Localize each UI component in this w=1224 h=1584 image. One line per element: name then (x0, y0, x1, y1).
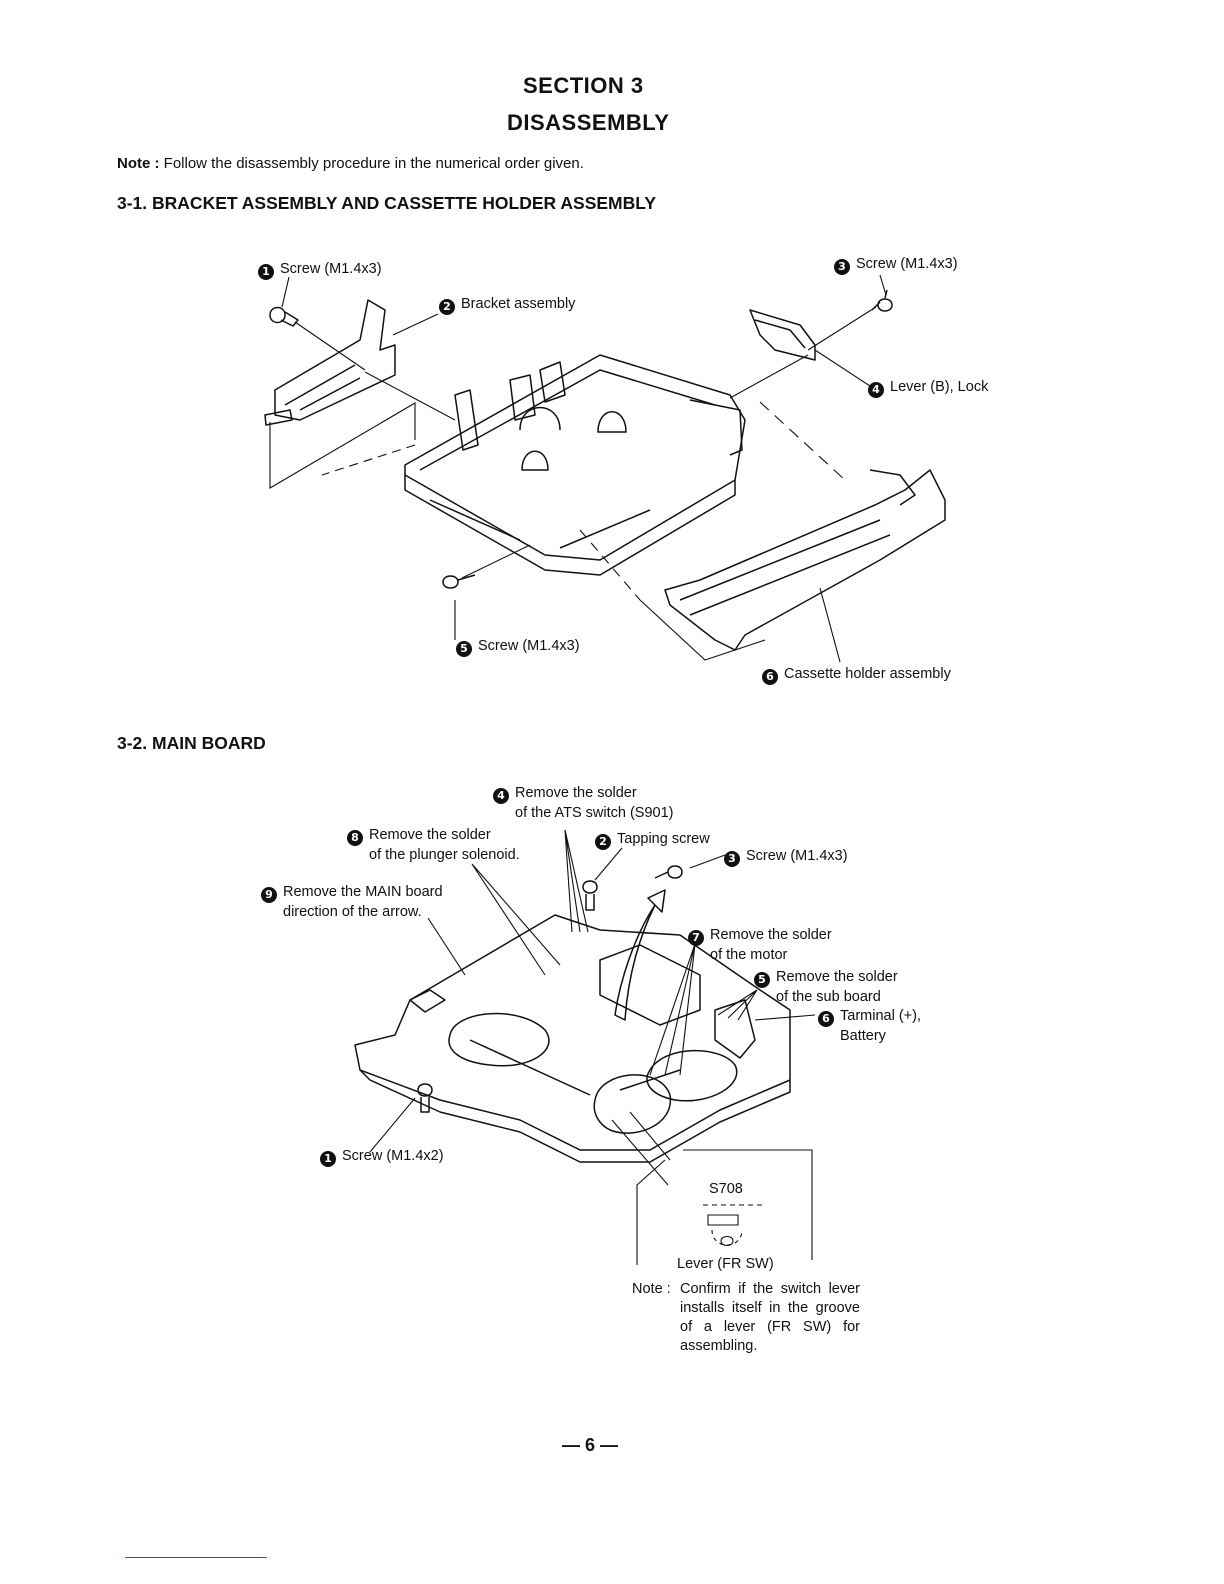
label-text-line2: of the sub board (776, 989, 881, 1005)
step-badge: 1 (320, 1151, 336, 1167)
step-badge: 6 (818, 1011, 834, 1027)
label-motor-solder: 7 Remove the solder of the motor (688, 926, 832, 965)
heading-3-2: 3-2. MAIN BOARD (117, 733, 266, 753)
assembly-note-prefix: Note : (632, 1281, 671, 1297)
label-battery-terminal: 6 Tarminal (+), Battery (818, 1007, 921, 1046)
inset-box (683, 1149, 813, 1260)
screw-m1-4x3 (667, 865, 683, 879)
label-screw-m1-4x2: 1 Screw (M1.4x2) (320, 1147, 444, 1167)
step-badge: 5 (754, 972, 770, 988)
s708-switch-symbol (720, 1235, 734, 1247)
step-badge: 4 (868, 382, 884, 398)
footer-rule (125, 1557, 267, 1558)
label-text: Screw (M1.4x3) (280, 261, 382, 277)
screw-1 (269, 306, 286, 324)
reel-spindle-right (597, 411, 627, 433)
label-remove-main-board: 9 Remove the MAIN board direction of the … (261, 883, 443, 922)
step-badge: 3 (834, 259, 850, 275)
label-text-line2: of the plunger solenoid. (369, 847, 520, 863)
label-lever-b: 4 Lever (B), Lock (868, 378, 988, 398)
label-text-line2: Battery (840, 1028, 886, 1044)
main-board-diagram (354, 829, 816, 1265)
left-bracket (274, 299, 396, 421)
lever-fr-sw-label: Lever (FR SW) (677, 1256, 774, 1272)
heading-3-1: 3-1. BRACKET ASSEMBLY AND CASSETTE HOLDE… (117, 193, 657, 213)
section-title: DISASSEMBLY (507, 110, 670, 135)
cassette-holder (664, 469, 946, 651)
label-ats-solder: 4 Remove the solder of the ATS switch (S9… (493, 784, 674, 823)
label-text: Tapping screw (617, 831, 710, 847)
note-text: Follow the disassembly procedure in the … (163, 155, 584, 172)
label-cassette-holder: 6 Cassette holder assembly (762, 665, 951, 685)
label-text: Remove the MAIN board (283, 884, 443, 900)
step-badge: 9 (261, 887, 277, 903)
procedure-note: Note : Follow the disassembly procedure … (117, 155, 584, 172)
label-text: Bracket assembly (461, 296, 576, 312)
page-number: — 6 — (562, 1435, 619, 1455)
screw-3 (877, 298, 893, 312)
label-text-line2: direction of the arrow. (283, 904, 422, 920)
step-badge: 7 (688, 930, 704, 946)
screw-5 (442, 575, 459, 589)
label-sub-board-solder: 5 Remove the solder of the sub board (754, 968, 898, 1007)
label-text: Remove the solder (710, 927, 832, 943)
label-plunger-solder: 8 Remove the solder of the plunger soleno… (347, 826, 520, 865)
step-badge: 6 (762, 669, 778, 685)
label-text: Remove the solder (776, 969, 898, 985)
label-text-line2: of the motor (710, 947, 788, 963)
reel-right (646, 1049, 738, 1102)
label-text: Remove the solder (515, 785, 637, 801)
step-badge: 1 (258, 264, 274, 280)
step-badge: 5 (456, 641, 472, 657)
step-badge: 2 (439, 299, 455, 315)
assembly-note-text: Confirm if the switch lever installs its… (680, 1281, 860, 1354)
screw-m1-4x2 (417, 1083, 433, 1097)
label-text: Remove the solder (369, 827, 491, 843)
switch-label-s708: S708 (709, 1181, 743, 1197)
label-text: Screw (M1.4x3) (746, 848, 848, 864)
tapping-screw (582, 880, 598, 894)
lever-b (749, 309, 816, 361)
step-badge: 4 (493, 788, 509, 804)
label-text: Lever (B), Lock (890, 379, 989, 395)
label-bracket-assembly: 2 Bracket assembly (439, 295, 575, 315)
note-prefix: Note : (117, 155, 160, 172)
flywheel (593, 1074, 672, 1134)
label-screw-5: 5 Screw (M1.4x3) (456, 637, 580, 657)
step-badge: 8 (347, 830, 363, 846)
step-badge: 2 (595, 834, 611, 850)
removal-arrow (614, 889, 666, 1021)
label-text-line2: of the ATS switch (S901) (515, 805, 674, 821)
label-text: Screw (M1.4x3) (478, 638, 580, 654)
label-text: Tarminal (+), (840, 1008, 921, 1024)
label-tapping-screw: 2 Tapping screw (595, 830, 710, 850)
reel-spindle-left (521, 450, 549, 471)
step-badge: 3 (724, 851, 740, 867)
label-text: Screw (M1.4x2) (342, 1148, 444, 1164)
reel-left (448, 1012, 550, 1067)
section-number: SECTION 3 (523, 73, 644, 98)
label-screw-m1-4x3: 3 Screw (M1.4x3) (724, 847, 848, 867)
label-screw-3: 3 Screw (M1.4x3) (834, 255, 958, 275)
bracket-cassette-diagram (264, 274, 946, 663)
label-text: Screw (M1.4x3) (856, 256, 958, 272)
label-screw-1: 1 Screw (M1.4x3) (258, 260, 382, 280)
label-text: Cassette holder assembly (784, 666, 951, 682)
